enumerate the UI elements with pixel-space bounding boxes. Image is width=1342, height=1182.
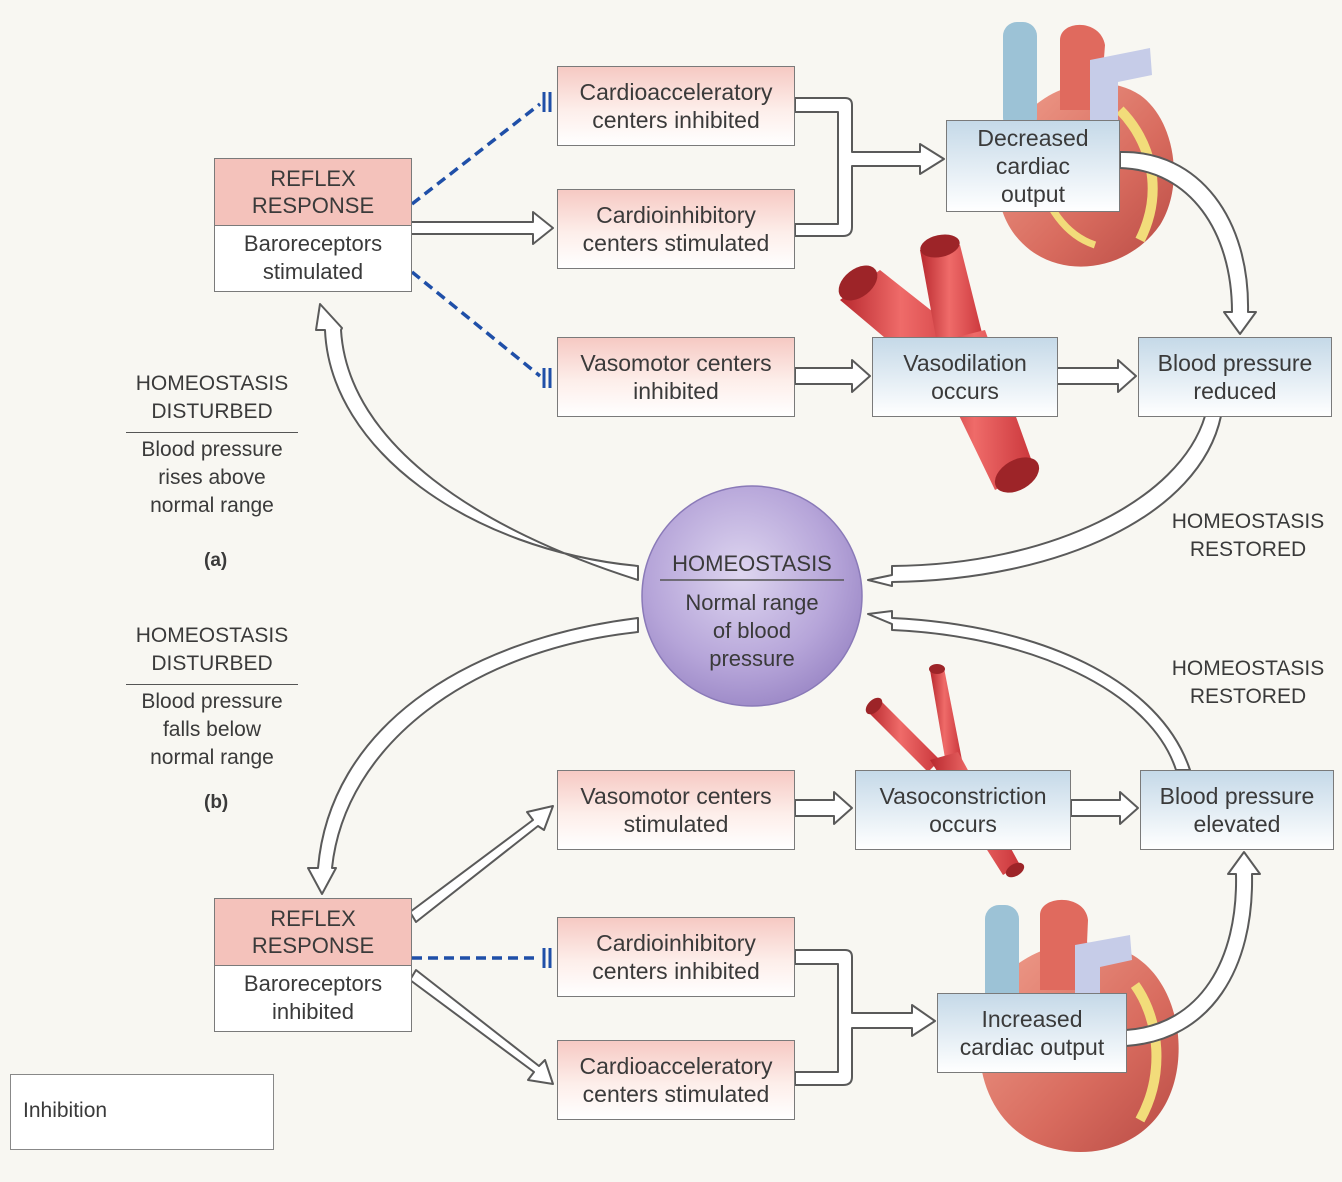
arrow-b-cardiac-output-to-bp xyxy=(1125,851,1261,1047)
vasodilation-box: Vasodilation occurs xyxy=(872,337,1058,417)
homeostasis-title: HOMEOSTASIS xyxy=(672,551,832,576)
reflex-response-header-b: REFLEX RESPONSE xyxy=(215,899,411,966)
homeostasis-restored-a: HOMEOSTASIS RESTORED xyxy=(1171,510,1325,561)
arrow-b-vasoconstriction-to-bp xyxy=(1070,791,1139,825)
vasomotor-stimulated-box: Vasomotor centers stimulated xyxy=(557,770,795,850)
homeostasis-circle xyxy=(641,485,863,707)
inhibition-line-a-cardioaccel xyxy=(410,102,542,206)
increased-cardiac-output-box: Increased cardiac output xyxy=(937,993,1127,1073)
baroreceptors-inhibited-text: Baroreceptors inhibited xyxy=(243,971,383,1024)
legend: Inhibition xyxy=(10,1074,274,1150)
arrow-a-vasodilation-to-bp xyxy=(1056,359,1137,393)
homeostasis-description: Normal range of blood pressure xyxy=(685,590,819,671)
cardioacceleratory-stimulated-box: Cardioacceleratory centers stimulated xyxy=(557,1040,795,1120)
disturbed-divider-a xyxy=(126,432,298,433)
inhibition-line-a-vasomotor xyxy=(410,270,542,378)
bp-reduced-box: Blood pressure reduced xyxy=(1138,337,1332,417)
vasoconstriction-box: Vasoconstriction occurs xyxy=(855,770,1071,850)
arrow-b-reflex-to-cardioaccel xyxy=(409,969,554,1085)
arrow-a-cardiac-output-to-bp xyxy=(1119,150,1257,335)
bp-elevated-box: Blood pressure elevated xyxy=(1140,770,1334,850)
panel-label-b: (b) xyxy=(204,792,229,813)
cardioinhibitory-inhibited-box: Cardioinhibitory centers inhibited xyxy=(557,917,795,997)
arrow-a-bp-to-homeostasis xyxy=(867,415,1222,587)
homeostasis-disturbed-text-b: Blood pressure falls below normal range xyxy=(141,690,283,769)
arrow-b-merge-to-cardiac-output xyxy=(794,949,936,1086)
baroreceptors-stimulated-text: Baroreceptors stimulated xyxy=(243,231,383,284)
reflex-response-box-a: REFLEX RESPONSE Baroreceptors stimulated xyxy=(214,158,412,292)
homeostasis-disturbed-text-a: Blood pressure rises above normal range xyxy=(141,438,283,517)
cardioinhibitory-stimulated-box: Cardioinhibitory centers stimulated xyxy=(557,189,795,269)
arrow-b-vasomotor-to-vasoconstriction xyxy=(794,791,853,825)
vasomotor-inhibited-box: Vasomotor centers inhibited xyxy=(557,337,795,417)
homeostasis-restored-b: HOMEOSTASIS RESTORED xyxy=(1171,657,1325,708)
reflex-response-box-b: REFLEX RESPONSE Baroreceptors inhibited xyxy=(214,898,412,1032)
panel-label-a: (a) xyxy=(204,550,228,571)
disturbed-divider-b xyxy=(126,684,298,685)
legend-label: Inhibition xyxy=(23,1099,108,1122)
arrow-a-merge-to-cardiac-output xyxy=(794,97,945,237)
arrow-b-bp-to-homeostasis xyxy=(867,610,1191,771)
arrow-a-reflex-to-cardioinhib xyxy=(409,211,554,245)
decreased-cardiac-output-box: Decreased cardiac output xyxy=(946,120,1120,212)
homeostasis-disturbed-title-a: HOMEOSTASIS DISTURBED xyxy=(135,372,289,423)
arrow-a-vasomotor-to-vasodilation xyxy=(794,359,871,393)
arrow-b-reflex-to-vasomotor xyxy=(409,805,554,923)
reflex-response-header-a: REFLEX RESPONSE xyxy=(215,159,411,226)
homeostasis-disturbed-title-b: HOMEOSTASIS DISTURBED xyxy=(135,624,289,675)
arrow-b-homeostasis-to-reflex xyxy=(307,617,639,895)
cardioacceleratory-inhibited-box: Cardioacceleratory centers inhibited xyxy=(557,66,795,146)
arrow-a-homeostasis-to-reflex xyxy=(315,303,639,581)
